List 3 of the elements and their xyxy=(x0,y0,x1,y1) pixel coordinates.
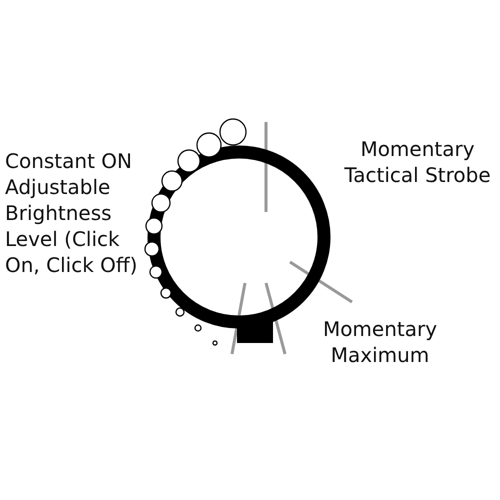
mode-label: Constant ON Adjustable Brightness Level (Click On, Click Off) xyxy=(5,148,138,278)
mode-label: Momentary Tactical Strobe xyxy=(343,136,492,188)
mode-label: Momentary Maximum xyxy=(322,316,438,368)
